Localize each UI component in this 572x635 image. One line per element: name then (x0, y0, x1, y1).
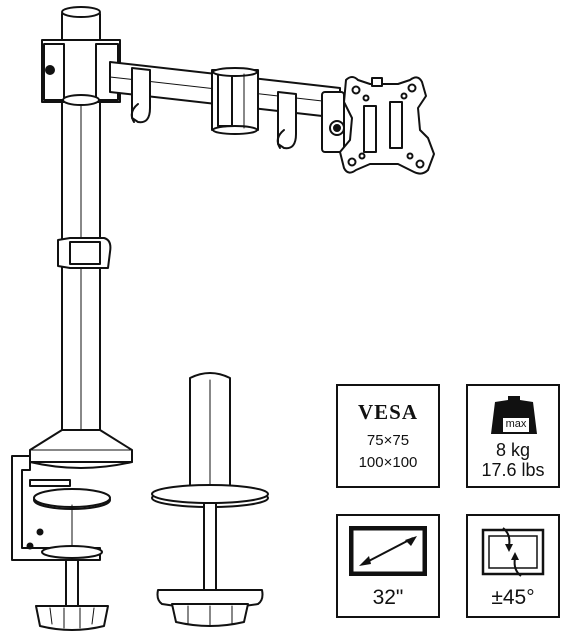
weight-kg: 8 kg (495, 440, 531, 460)
vesa-spec-box: VESA 75×75 100×100 (336, 384, 440, 488)
screen-size-spec-box: 32" (336, 514, 440, 618)
desk-clamp (11, 455, 111, 631)
arm-hooks (130, 67, 297, 150)
grommet-mount (151, 372, 269, 627)
screen-diagonal-icon (349, 526, 427, 576)
cable-clip (57, 237, 112, 269)
tilt-rotate-icon (481, 527, 545, 577)
tilt-spec-box: ±45° (466, 514, 560, 618)
elbow-joint (211, 67, 259, 135)
vesa-title: VESA (357, 400, 419, 424)
vesa-size-small: 75×75 (366, 432, 410, 449)
vesa-size-large: 100×100 (358, 454, 418, 471)
weight-icon (491, 396, 537, 434)
screen-size-value: 32" (372, 586, 404, 609)
weight-lbs: 17.6 lbs (481, 460, 545, 480)
vesa-plate (339, 76, 435, 175)
tilt-angle-value: ±45° (491, 586, 535, 609)
weight-max-label: max (505, 418, 527, 430)
weight-spec-box: max 8 kg 17.6 lbs (466, 384, 560, 488)
desk-base (29, 429, 133, 469)
tilt-joint (321, 91, 345, 153)
top-joint (41, 6, 121, 106)
